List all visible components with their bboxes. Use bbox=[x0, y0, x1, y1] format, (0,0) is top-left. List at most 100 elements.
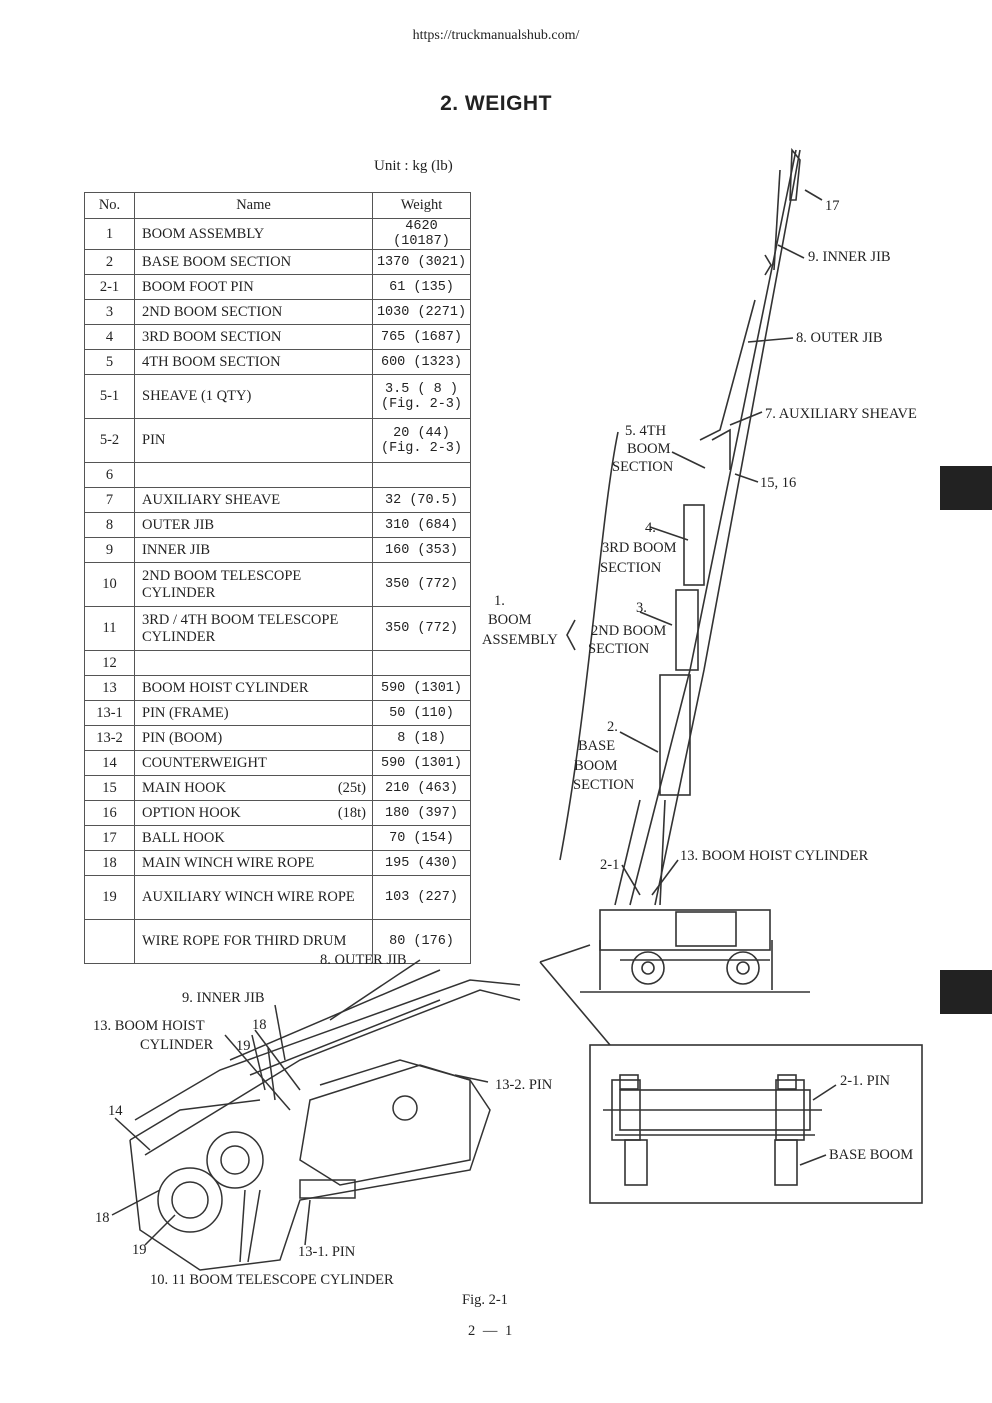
label-turret-18-upper: 18 bbox=[252, 1017, 267, 1033]
cell-name: BALL HOOK bbox=[134, 825, 373, 851]
cell-weight-value: 310 (684) bbox=[385, 517, 458, 533]
cell-weight: 180 (397) bbox=[372, 800, 471, 826]
cell-weight: 4620 (10187) bbox=[372, 218, 471, 250]
cell-weight: 600 (1323) bbox=[372, 349, 471, 375]
cell-weight: 350 (772) bbox=[372, 562, 471, 607]
table-row: 5-2 PIN 20 (44)(Fig. 2-3) bbox=[84, 418, 471, 463]
cell-weight-value: 160 (353) bbox=[385, 542, 458, 558]
source-url: https://truckmanualshub.com/ bbox=[412, 28, 580, 43]
page-edge-tab-upper bbox=[940, 466, 992, 510]
page-number: 2 — 1 bbox=[468, 1323, 515, 1339]
cell-weight: 20 (44)(Fig. 2-3) bbox=[372, 418, 471, 463]
label-2nd-boom-line2: 2ND BOOM bbox=[591, 623, 667, 639]
unit-label: Unit : kg (lb) bbox=[374, 158, 453, 174]
cell-name-capacity: (18t) bbox=[337, 804, 366, 821]
cell-name-text: 2ND BOOM SECTION bbox=[142, 303, 283, 320]
cell-weight-value: 590 (1301) bbox=[380, 680, 462, 696]
cell-name-capacity: (25t) bbox=[337, 779, 366, 796]
cell-name: BOOM HOIST CYLINDER bbox=[134, 675, 373, 701]
cell-weight-value: 3.5 ( 8 ) bbox=[385, 381, 458, 397]
cell-name-text: PIN (FRAME) bbox=[142, 704, 229, 721]
cell-weight-reference: (Fig. 2-3) bbox=[380, 440, 462, 456]
label-turret-pin-boom: 13-2. PIN bbox=[495, 1077, 553, 1093]
cell-weight: 3.5 ( 8 )(Fig. 2-3) bbox=[372, 374, 471, 419]
label-4th-boom-line3: SECTION bbox=[612, 459, 674, 475]
cell-weight: 70 (154) bbox=[372, 825, 471, 851]
label-hooks: 15, 16 bbox=[760, 475, 797, 491]
label-detail-base-boom: BASE BOOM bbox=[829, 1147, 914, 1163]
cell-name-text: SHEAVE (1 QTY) bbox=[142, 388, 252, 404]
cell-name: 3RD / 4TH BOOM TELESCOPE CYLINDER bbox=[134, 606, 373, 651]
cell-weight: 8 (18) bbox=[372, 725, 471, 751]
cell-weight-value: 32 (70.5) bbox=[385, 492, 458, 508]
cell-no: 11 bbox=[84, 606, 135, 651]
cell-name-text: PIN (BOOM) bbox=[142, 729, 223, 746]
cell-weight: 1370 (3021) bbox=[372, 249, 471, 275]
label-boom-hoist-cylinder: 13. BOOM HOIST CYLINDER bbox=[680, 848, 869, 864]
cell-no: 15 bbox=[84, 775, 135, 801]
cell-no: 1 bbox=[84, 218, 135, 250]
table-row: 16 OPTION HOOK (18t) 180 (397) bbox=[84, 800, 471, 826]
cell-name-text: BALL HOOK bbox=[142, 829, 225, 846]
label-turret-outer-jib: 8. OUTER JIB bbox=[320, 952, 407, 968]
cell-no: 5-2 bbox=[84, 418, 135, 463]
cell-name: 2ND BOOM TELESCOPE CYLINDER bbox=[134, 562, 373, 607]
cell-name: INNER JIB bbox=[134, 537, 373, 563]
header-name: Name bbox=[134, 192, 373, 219]
cell-name-text: WIRE ROPE FOR THIRD DRUM bbox=[142, 933, 347, 949]
label-turret-inner-jib: 9. INNER JIB bbox=[182, 990, 265, 1006]
cell-weight-value: 50 (110) bbox=[389, 705, 454, 721]
cell-weight bbox=[372, 650, 471, 676]
label-turret-19-upper: 19 bbox=[236, 1038, 251, 1054]
cell-weight-value: 1030 (2271) bbox=[376, 304, 467, 320]
cell-no: 18 bbox=[84, 850, 135, 876]
turret-perspective-drawing bbox=[111, 959, 521, 1271]
cell-weight-value: 8 (18) bbox=[397, 730, 446, 746]
label-base-boom-line4: SECTION bbox=[573, 777, 635, 793]
cell-weight-value: 765 (1687) bbox=[380, 329, 462, 345]
label-3rd-boom-line2: 3RD BOOM bbox=[602, 540, 677, 556]
cell-weight-value: 350 (772) bbox=[385, 577, 458, 592]
cell-name-text: MAIN HOOK bbox=[142, 779, 227, 796]
cell-weight-value: 1370 (3021) bbox=[376, 254, 467, 270]
cell-name-text: OPTION HOOK bbox=[142, 804, 241, 821]
label-4th-boom-line2: BOOM bbox=[627, 441, 671, 457]
cell-no: 6 bbox=[84, 462, 135, 488]
cell-name-text: 4TH BOOM SECTION bbox=[142, 353, 281, 370]
table-row: WIRE ROPE FOR THIRD DRUM 80 (176) bbox=[84, 919, 471, 964]
cell-no: 7 bbox=[84, 487, 135, 513]
cell-weight-value: 4620 (10187) bbox=[393, 219, 450, 249]
cell-weight-reference: (Fig. 2-3) bbox=[380, 396, 462, 412]
cell-name-text: 3RD BOOM SECTION bbox=[142, 328, 282, 345]
label-2nd-boom-line1: 3. bbox=[636, 600, 647, 616]
cell-weight: 80 (176) bbox=[372, 919, 471, 964]
cell-no: 16 bbox=[84, 800, 135, 826]
cell-weight-value: 20 (44) bbox=[393, 425, 450, 441]
cell-no: 13-1 bbox=[84, 700, 135, 726]
cell-name: OUTER JIB bbox=[134, 512, 373, 538]
cell-weight: 590 (1301) bbox=[372, 750, 471, 776]
label-turret-hoist-line2: CYLINDER bbox=[140, 1037, 214, 1053]
cell-no: 10 bbox=[84, 562, 135, 607]
cell-name-text: 3RD / 4TH BOOM TELESCOPE CYLINDER bbox=[142, 611, 339, 645]
cell-name: MAIN WINCH WIRE ROPE bbox=[134, 850, 373, 876]
cell-weight-value: 70 (154) bbox=[389, 830, 454, 846]
label-turret-hoist-line1: 13. BOOM HOIST bbox=[93, 1018, 205, 1034]
figure-caption: Fig. 2-1 bbox=[462, 1292, 508, 1308]
cell-name: 4TH BOOM SECTION bbox=[134, 349, 373, 375]
label-outer-jib: 8. OUTER JIB bbox=[796, 330, 883, 346]
cell-weight-value: 195 (430) bbox=[385, 855, 458, 871]
label-boom-assembly-line3: ASSEMBLY bbox=[482, 632, 558, 648]
cell-no: 2 bbox=[84, 249, 135, 275]
cell-name-text: PIN bbox=[142, 432, 166, 448]
